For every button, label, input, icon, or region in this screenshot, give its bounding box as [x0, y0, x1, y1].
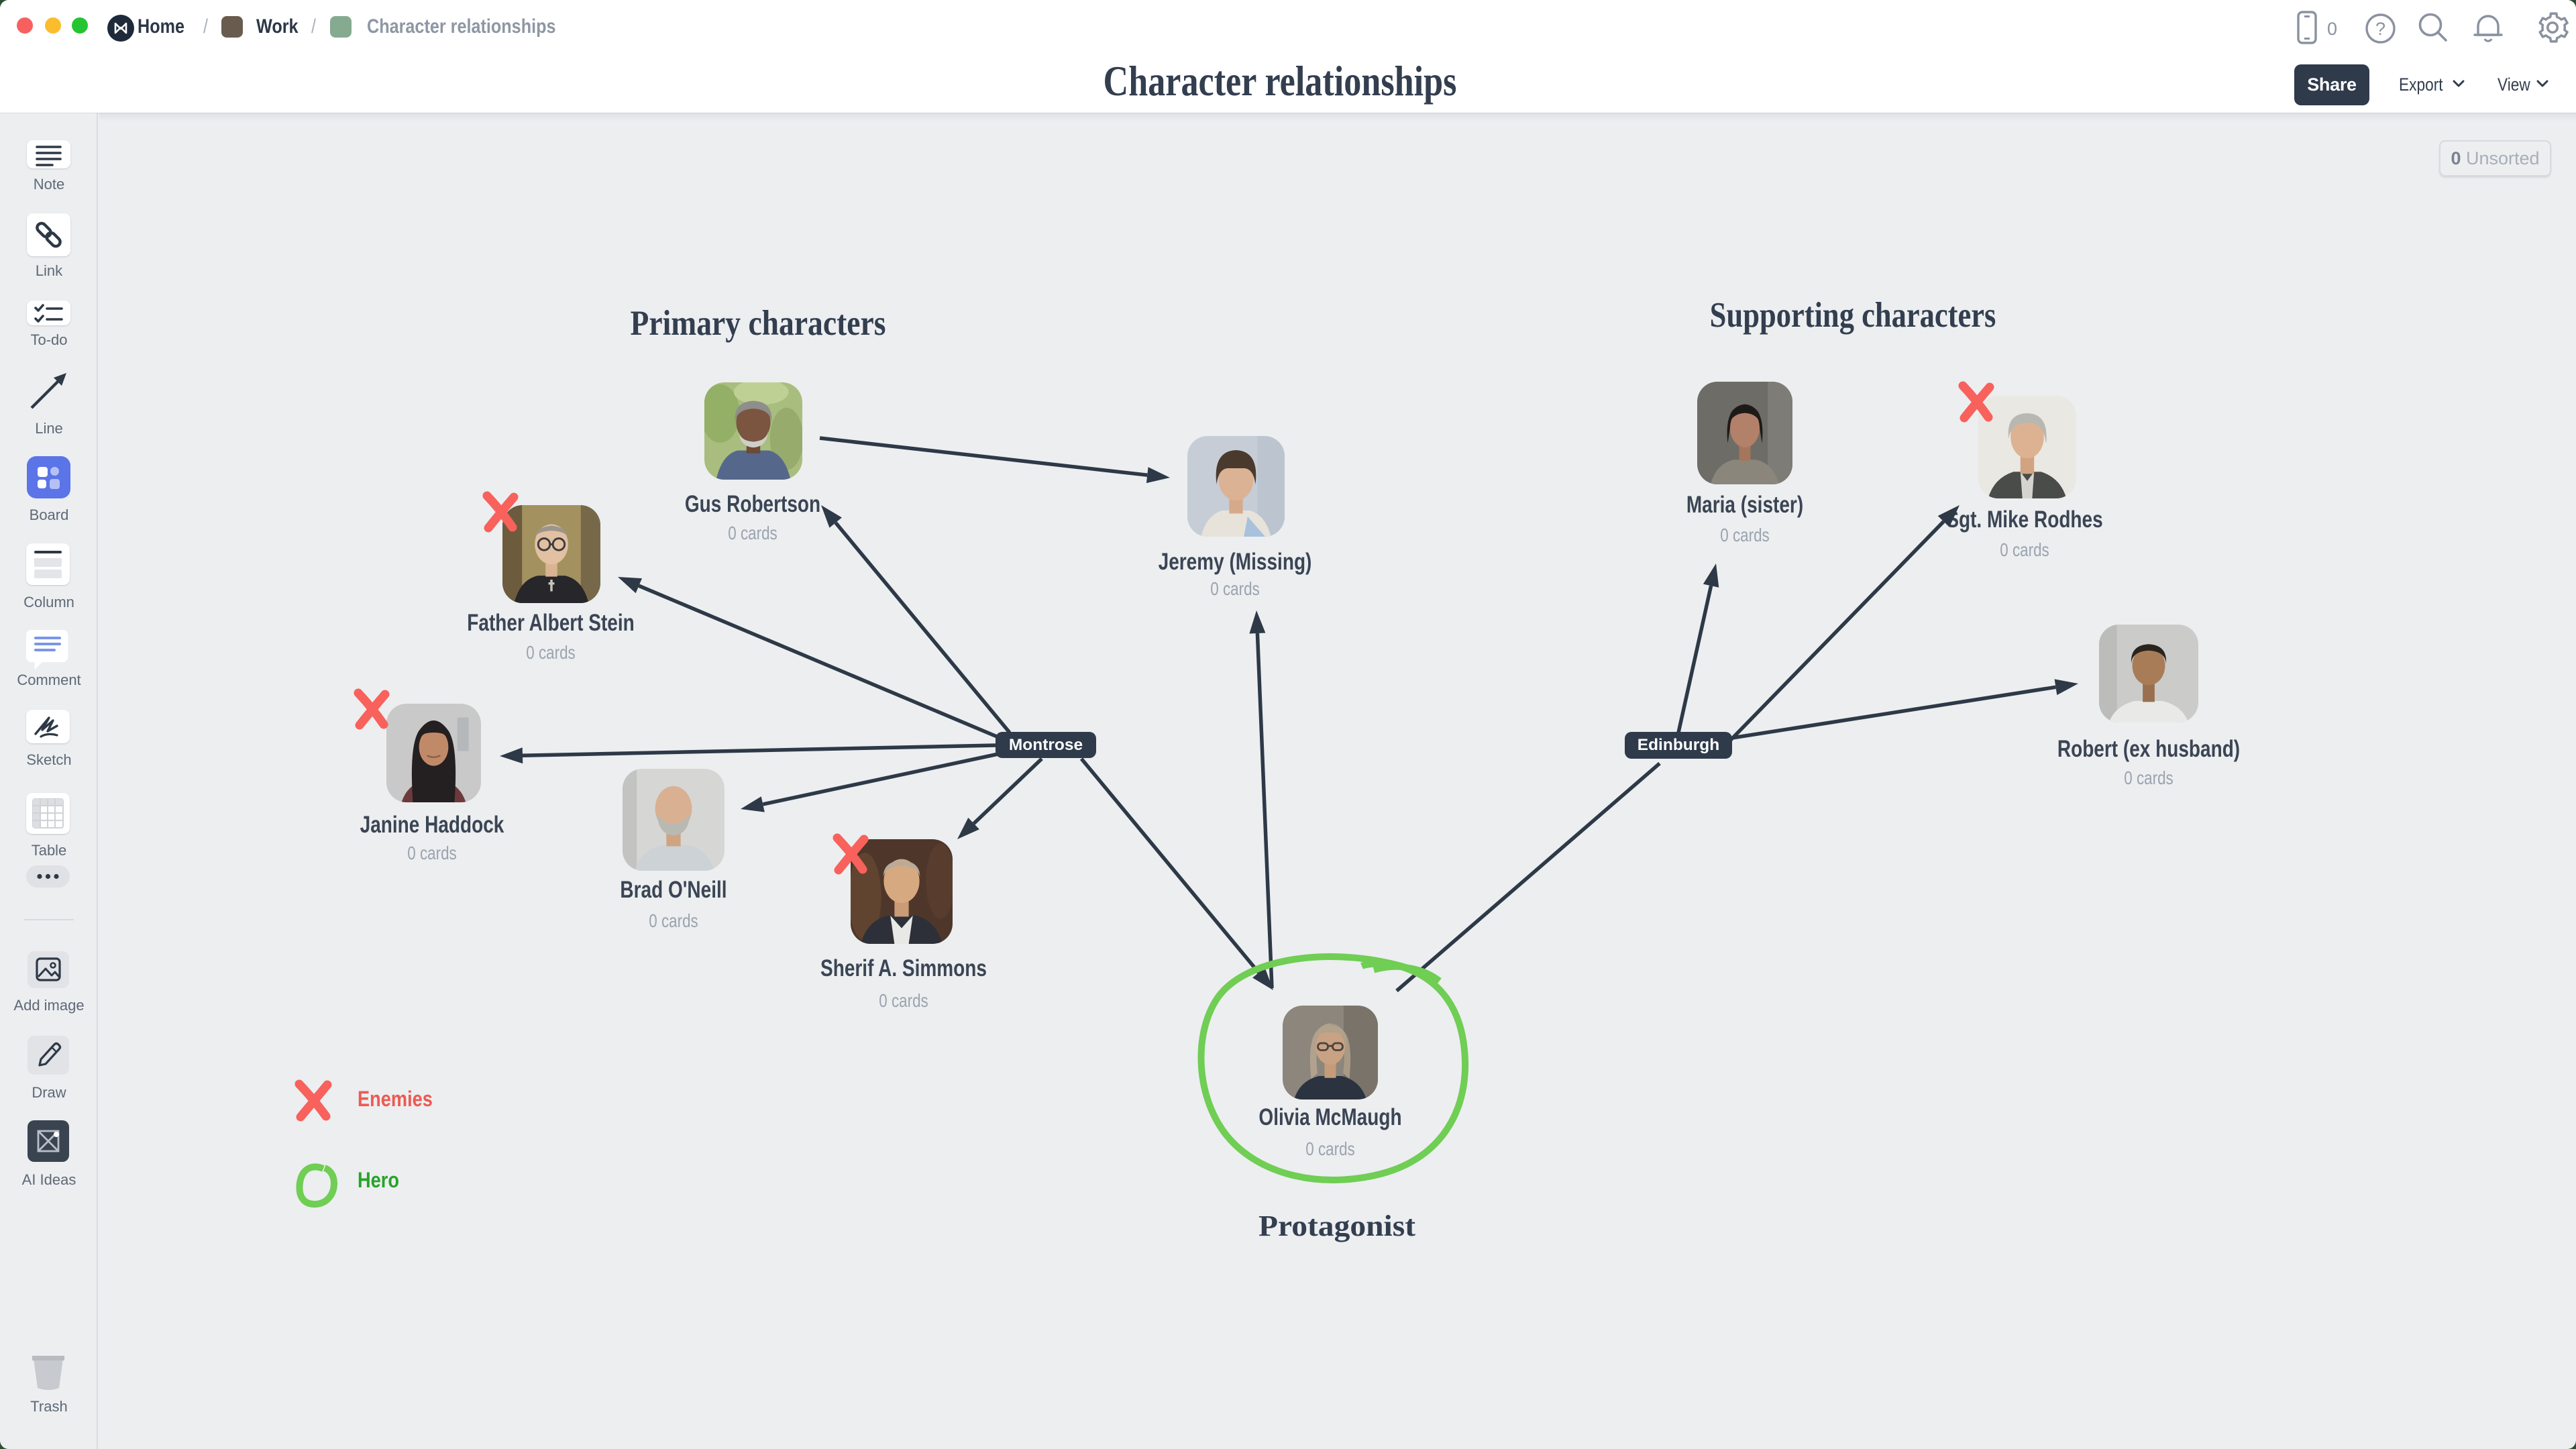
svg-text:?: ?	[2375, 19, 2385, 39]
svg-text:0: 0	[2327, 19, 2337, 39]
